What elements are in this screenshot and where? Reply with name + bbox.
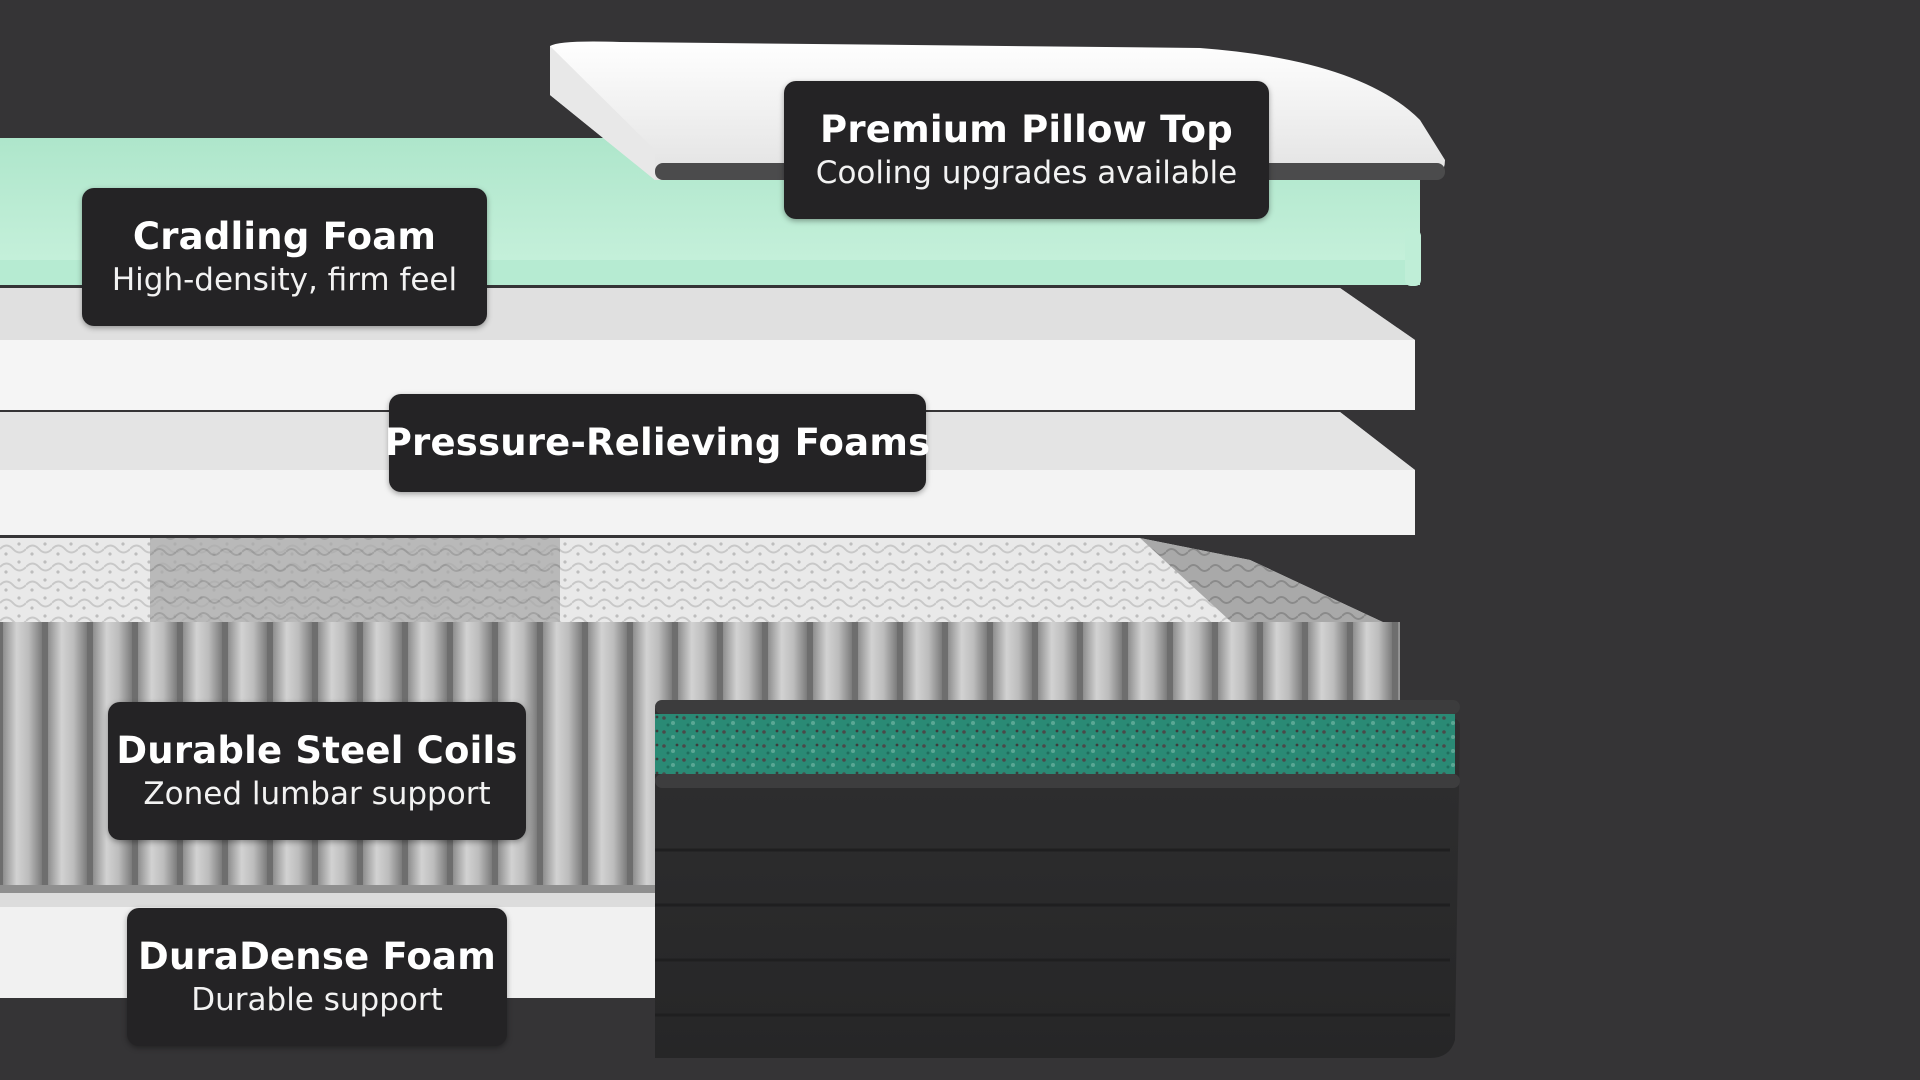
label-durable-steel-coils: Durable Steel Coils Zoned lumbar support (108, 702, 526, 840)
label-title: DuraDense Foam (138, 935, 496, 978)
coil-top-surface (0, 538, 1400, 630)
label-subtitle: High-density, firm feel (111, 262, 458, 298)
label-title: Premium Pillow Top (820, 108, 1233, 151)
label-cradling-foam: Cradling Foam High-density, firm feel (82, 188, 487, 326)
label-title: Durable Steel Coils (116, 729, 518, 772)
label-premium-pillow-top: Premium Pillow Top Cooling upgrades avai… (784, 81, 1269, 219)
label-title: Cradling Foam (132, 215, 437, 258)
label-subtitle: Zoned lumbar support (143, 776, 491, 812)
label-title: Pressure-Relieving Foams (384, 421, 931, 464)
label-pressure-relieving-foams: Pressure-Relieving Foams (385, 394, 930, 492)
label-subtitle: Cooling upgrades available (815, 155, 1238, 191)
label-subtitle: Durable support (191, 982, 443, 1018)
mattress-cover-base (655, 700, 1460, 1058)
label-duradense-foam: DuraDense Foam Durable support (127, 908, 507, 1046)
